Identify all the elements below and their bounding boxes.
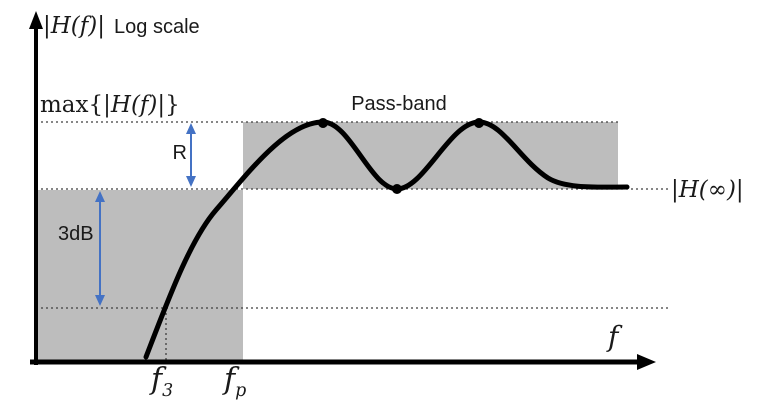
y-axis-scale-text: Log scale [114, 16, 200, 38]
ripple-trough-dot [392, 184, 402, 194]
f3-base: f [151, 362, 163, 397]
hinf-label-pre: | [671, 177, 679, 203]
hinf-label-post: | [735, 177, 744, 203]
fp-base: f [224, 362, 236, 397]
max-label-pre: max{| [40, 92, 111, 118]
x-axis-arrowhead [637, 354, 656, 370]
ripple-label: R [172, 142, 187, 164]
max-label-post: |} [157, 92, 180, 118]
ripple-peak-dot-2 [474, 118, 484, 128]
y-axis-label-bar-left: | [43, 13, 51, 39]
fp-tick-label: fp [224, 362, 246, 400]
3db-measure-arrow [95, 191, 105, 306]
hinf-label: |H(∞)| [671, 178, 744, 202]
f3-tick-label: f3 [151, 362, 173, 400]
passband-label: Pass-band [351, 93, 447, 115]
fp-subscript: p [235, 381, 247, 401]
response-curve [143, 119, 630, 360]
ripple-peak-dot-1 [318, 118, 328, 128]
max-label-function: H(f) [110, 92, 158, 118]
y-axis-arrowhead [29, 11, 43, 29]
arrow-down-head [95, 295, 105, 306]
y-axis-label-bar-right: | [97, 13, 106, 39]
arrow-down-head [186, 176, 196, 187]
arrow-up-head [95, 191, 105, 202]
x-axis-label: f [608, 320, 619, 353]
hinf-label-function: H(∞) [678, 177, 736, 203]
x-axis [30, 354, 656, 370]
arrow-up-head [186, 123, 196, 134]
y-axis-label-function: H(f) [50, 13, 98, 39]
y-axis-label: |H(f)| Log scale [43, 13, 200, 38]
f3-subscript: 3 [162, 381, 174, 401]
y-axis [29, 11, 43, 365]
3db-label: 3dB [58, 223, 94, 245]
passband-shade [243, 122, 618, 189]
max-magnitude-label: max{|H(f)|} [40, 93, 180, 117]
ripple-measure-arrow [186, 123, 196, 187]
